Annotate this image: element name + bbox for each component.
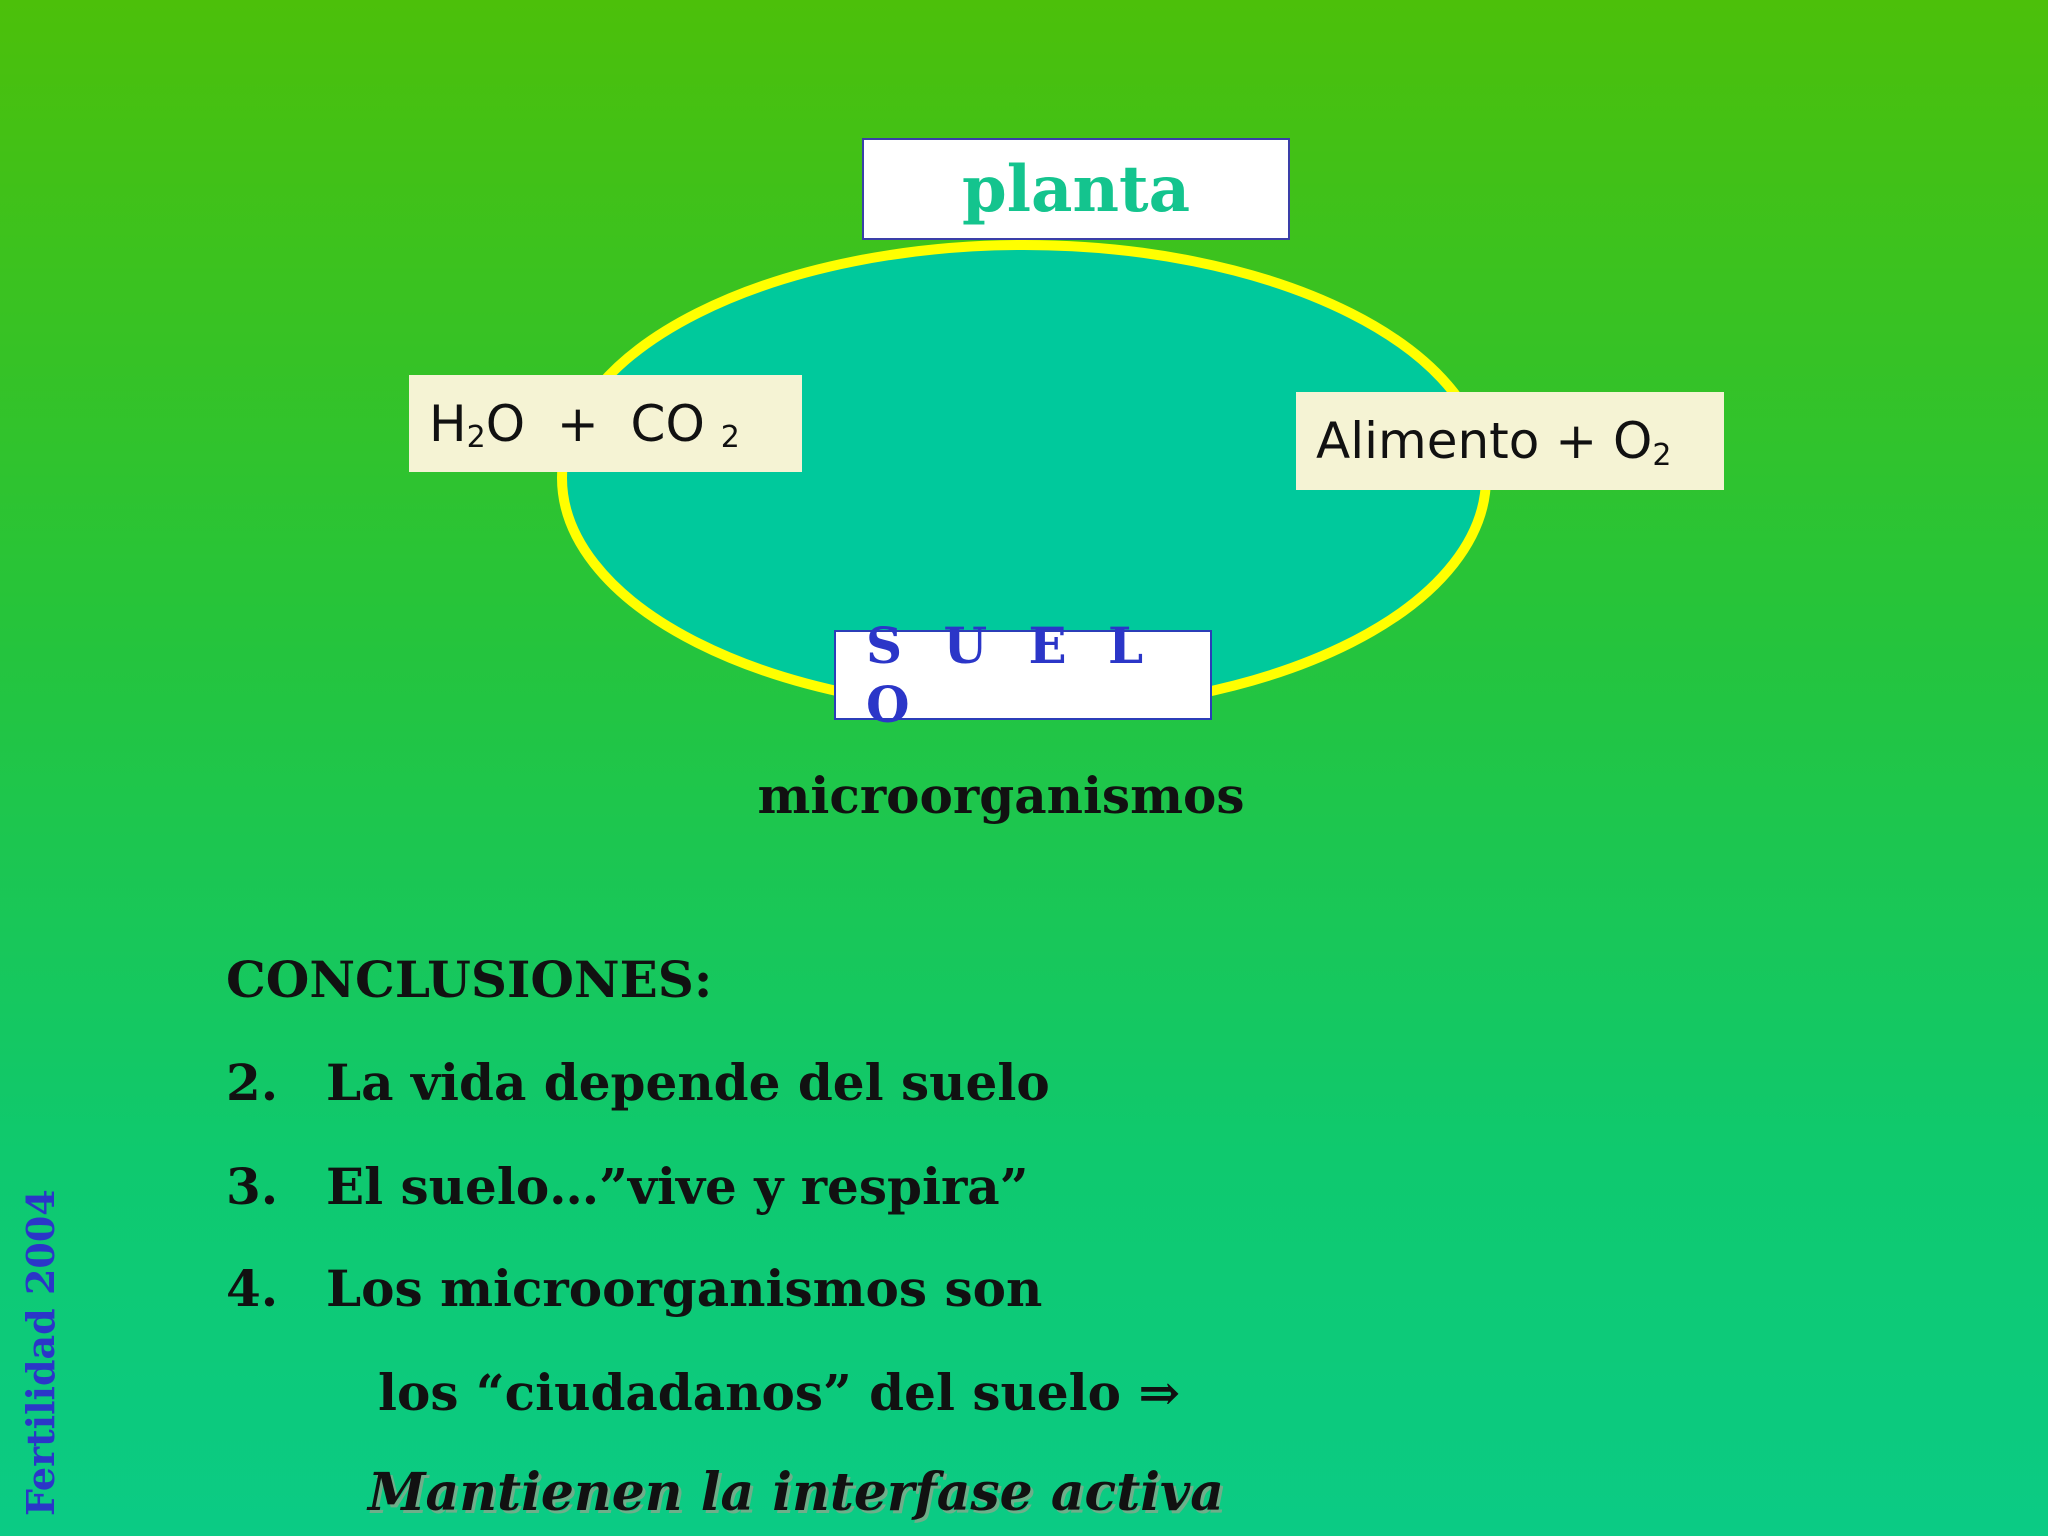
o2-subscript: 2 xyxy=(1652,437,1672,473)
conclusion-emphasis: Mantienen la interfase activa xyxy=(368,1462,1224,1523)
conclusions-heading: CONCLUSIONES: xyxy=(226,950,713,1009)
microorganismos-text: microorganismos xyxy=(757,766,1245,825)
h2o-subscript: 2 xyxy=(466,420,486,455)
co2-subscript: 2 xyxy=(720,420,740,455)
item-text: El suelo…”vive y respira” xyxy=(326,1157,1029,1216)
conclusion-item-3: 3. El suelo…”vive y respira” xyxy=(226,1157,1028,1216)
item-number: 4. xyxy=(226,1259,279,1318)
conclusion-item-2: 2. La vida depende del suelo xyxy=(226,1053,1050,1112)
item-text: Los microorganismos son xyxy=(326,1259,1043,1318)
item-text: La vida depende del suelo xyxy=(326,1053,1050,1112)
h-label: H xyxy=(429,394,467,453)
conclusion-item-4: 4. Los microorganismos son xyxy=(226,1259,1042,1318)
o-co-label: O + CO xyxy=(485,394,705,453)
suelo-label: S U E L O xyxy=(866,616,1156,734)
planta-node: planta xyxy=(862,138,1290,240)
item-number: 2. xyxy=(226,1053,279,1112)
item-number: 3. xyxy=(226,1157,279,1216)
conclusion-continuation: los “ciudadanos” del suelo ⇒ xyxy=(378,1363,1181,1422)
suelo-node: S U E L O xyxy=(834,616,1212,734)
footer-watermark: Fertilidad 2004 xyxy=(18,1189,63,1516)
microorganismos-label: microorganismos xyxy=(0,766,2048,825)
alimento-label: Alimento + O xyxy=(1316,412,1653,470)
planta-label: planta xyxy=(961,151,1191,227)
